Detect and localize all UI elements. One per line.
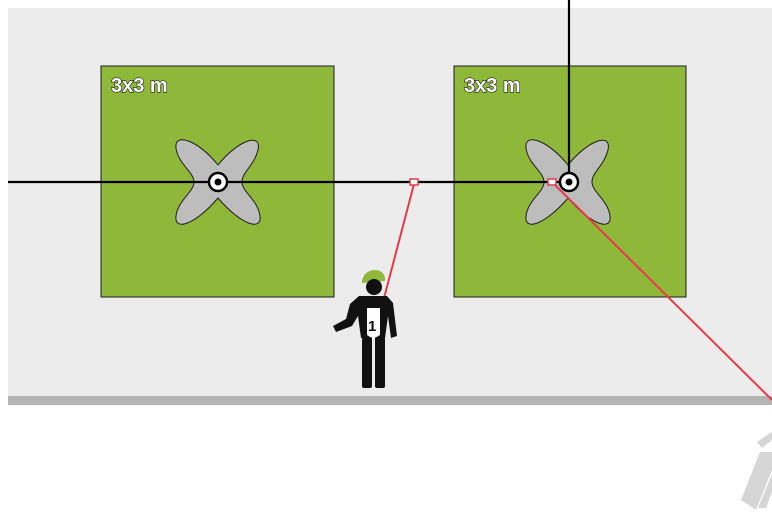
worker-partial-icon — [741, 432, 772, 510]
anchor-point-icon — [558, 171, 580, 193]
plot-label: 3x3 m — [111, 75, 168, 97]
worker-icon: 1 — [333, 270, 397, 388]
cap-icon — [362, 270, 385, 283]
anchor-point-icon — [207, 171, 229, 193]
floor-edge — [8, 396, 772, 405]
laser-target-icon — [547, 178, 557, 186]
vest-number: 1 — [368, 318, 376, 335]
plot-label: 3x3 m — [464, 75, 521, 97]
laser-target-icon — [409, 178, 419, 186]
measure-line-diagonal — [552, 182, 772, 401]
measure-line-worker — [382, 183, 415, 303]
